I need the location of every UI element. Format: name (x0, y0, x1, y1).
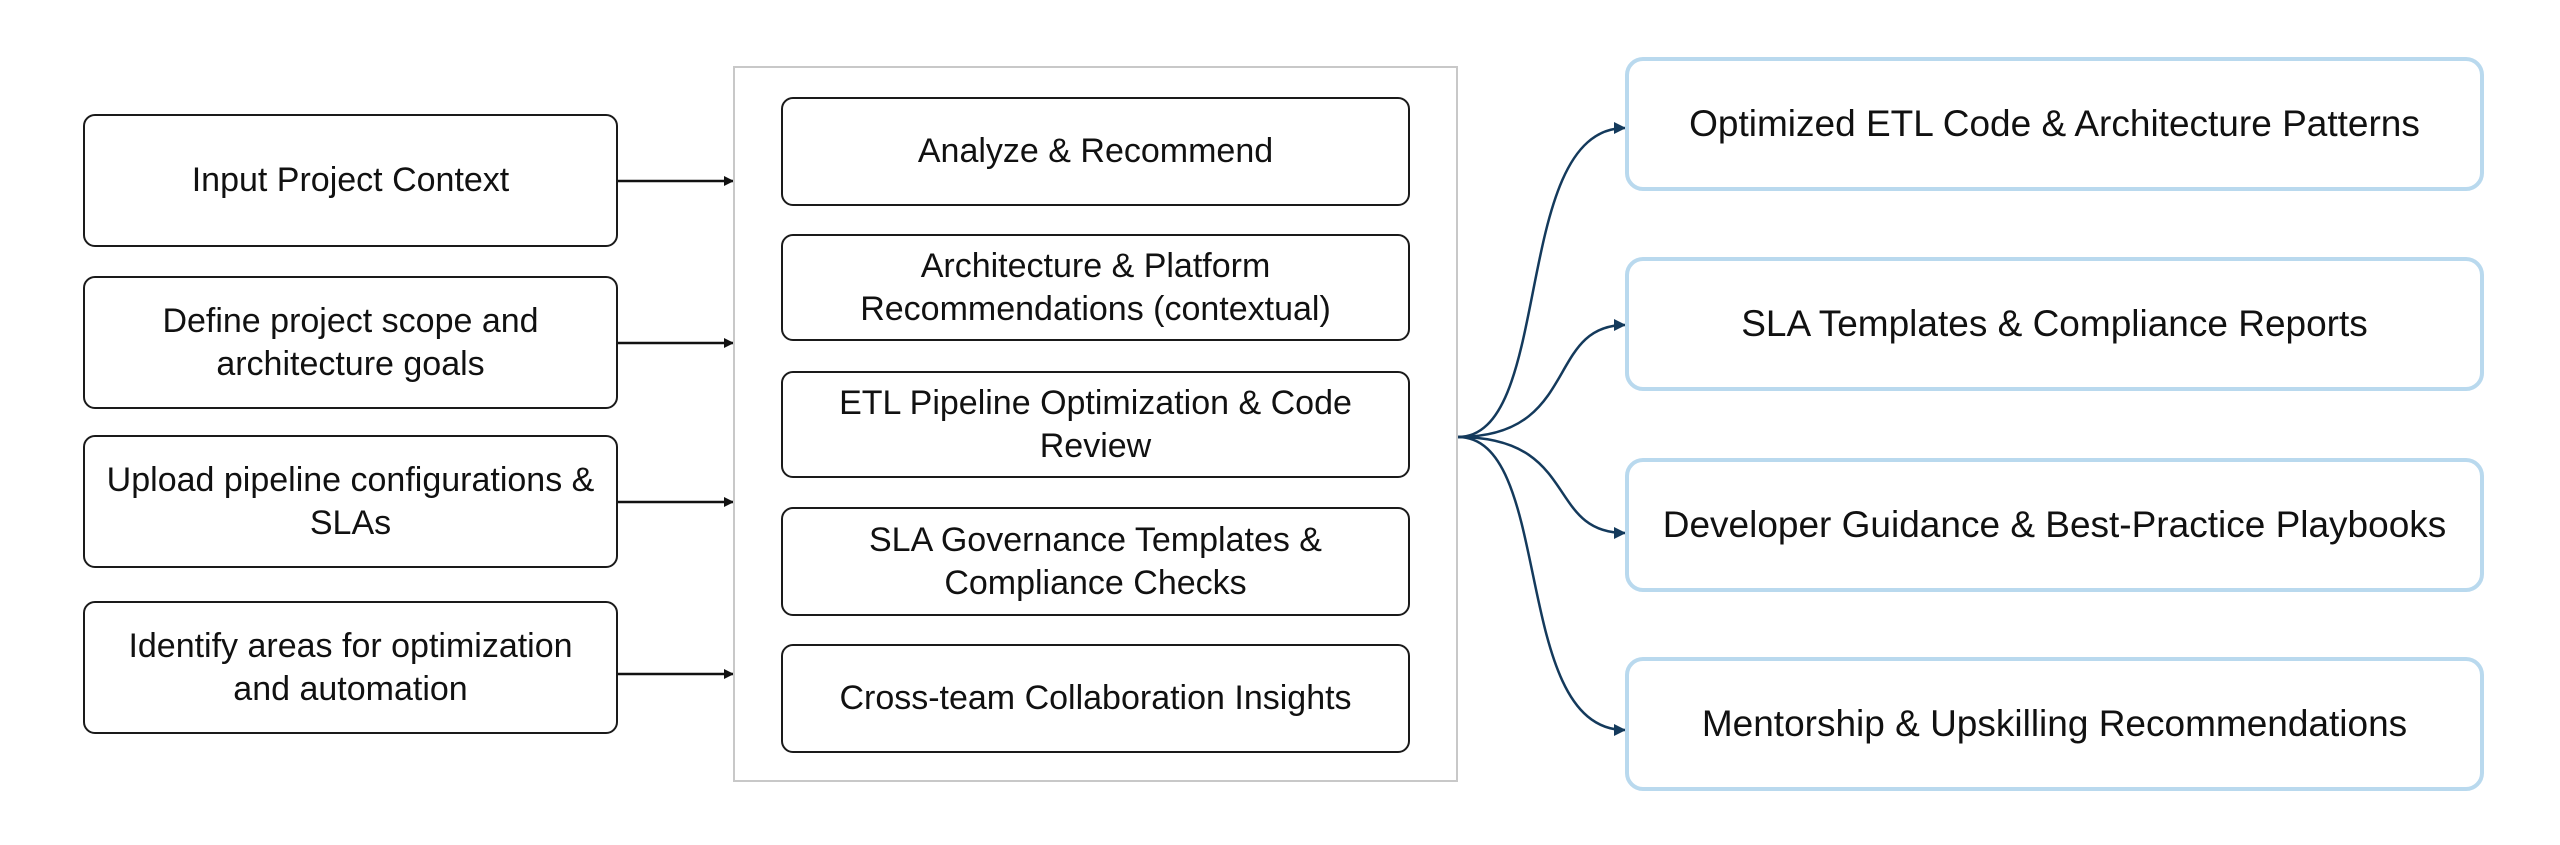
input-box-project-context: Input Project Context (83, 114, 618, 247)
output-connector-4 (1457, 435, 1626, 736)
output-box-mentorship: Mentorship & Upskilling Recommendations (1625, 657, 2484, 791)
input-label: Input Project Context (191, 161, 510, 200)
step-sla-governance: SLA Governance Templates & Compliance Ch… (781, 507, 1410, 616)
step-label: ETL Pipeline Optimization & Code Review (839, 384, 1352, 465)
input-label: Identify areas for optimization and auto… (128, 627, 573, 708)
step-label: Cross-team Collaboration Insights (839, 679, 1352, 718)
output-connector-2 (1457, 319, 1626, 439)
step-label: SLA Governance Templates & Compliance Ch… (869, 521, 1322, 602)
step-analyze-recommend: Analyze & Recommend (781, 97, 1410, 206)
output-label: Optimized ETL Code & Architecture Patter… (1689, 102, 2420, 144)
input-box-optimization-areas: Identify areas for optimization and auto… (83, 601, 618, 734)
output-box-developer-guidance: Developer Guidance & Best-Practice Playb… (1625, 458, 2484, 592)
output-label: Mentorship & Upskilling Recommendations (1701, 702, 2408, 744)
step-collaboration-insights: Cross-team Collaboration Insights (781, 644, 1410, 753)
output-connector-1 (1457, 122, 1626, 439)
output-box-sla-templates: SLA Templates & Compliance Reports (1625, 257, 2484, 391)
output-box-etl-code: Optimized ETL Code & Architecture Patter… (1625, 57, 2484, 191)
input-label: Define project scope and architecture go… (162, 302, 539, 383)
output-label: SLA Templates & Compliance Reports (1741, 302, 2368, 344)
output-label: Developer Guidance & Best-Practice Playb… (1662, 503, 2447, 545)
input-box-pipeline-configs: Upload pipeline configurations & SLAs (83, 435, 618, 568)
input-box-project-scope: Define project scope and architecture go… (83, 276, 618, 409)
step-architecture-platform: Architecture & Platform Recommendations … (781, 234, 1410, 341)
step-label: Architecture & Platform Recommendations … (860, 247, 1331, 328)
step-label: Analyze & Recommend (917, 132, 1274, 171)
output-connector-3 (1457, 435, 1626, 539)
input-label: Upload pipeline configurations & SLAs (106, 461, 595, 542)
step-etl-optimization: ETL Pipeline Optimization & Code Review (781, 371, 1410, 478)
